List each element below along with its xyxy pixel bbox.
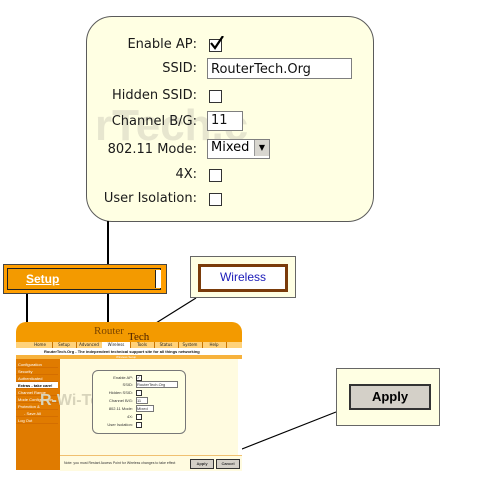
- mini-user-isolation-label: User Isolation:: [107, 422, 133, 427]
- banner-scrollbar: [155, 270, 161, 288]
- mini-user-isolation-checkbox[interactable]: [136, 422, 142, 428]
- mini-hidden-ssid-checkbox[interactable]: [136, 390, 142, 396]
- mini-cancel-button[interactable]: Cancel: [216, 459, 240, 469]
- mini-ssid-label: SSID:: [122, 382, 133, 387]
- tab-status[interactable]: Status: [154, 342, 179, 348]
- tab-advanced[interactable]: Advanced: [76, 342, 103, 348]
- user-isolation-checkbox[interactable]: [209, 193, 222, 206]
- mini-channel-label: Channel B/G:: [108, 398, 133, 403]
- panel-title-bar: [16, 355, 242, 359]
- site-banner: RouterTech.Org - The independent technic…: [44, 349, 200, 354]
- setup-label: Setup: [26, 272, 60, 286]
- tab-tools[interactable]: Tools: [130, 342, 155, 348]
- mini-channel-input[interactable]: 11: [136, 397, 148, 404]
- chevron-down-icon: ▼: [254, 140, 269, 156]
- mini-apply-button[interactable]: Apply: [190, 459, 214, 469]
- sidebar-item[interactable]: Security: [16, 368, 58, 375]
- mini-mode-label: 802.11 Mode:: [108, 406, 133, 411]
- mini-4x-label: 4X:: [126, 414, 133, 419]
- router-page-thumbnail: Router Tech Home Setup Advanced Wireless…: [16, 322, 242, 471]
- sidebar-item-active[interactable]: Extras - take care!: [16, 382, 58, 389]
- setup-nav-item[interactable]: Setup: [7, 268, 161, 290]
- channel-label: Channel B/G:: [111, 114, 197, 129]
- mode-select[interactable]: Mixed ▼: [207, 139, 270, 159]
- mini-4x-checkbox[interactable]: [136, 414, 142, 420]
- wireless-label: Wireless: [219, 270, 266, 284]
- panel-title: Wireless Setup: [116, 355, 137, 359]
- mini-enable-ap-label: Enable AP:: [113, 375, 133, 380]
- ssid-input[interactable]: RouterTech.Org: [207, 58, 352, 79]
- tab-home[interactable]: Home: [28, 342, 53, 348]
- tab-setup[interactable]: Setup: [52, 342, 77, 348]
- channel-input[interactable]: 11: [207, 111, 243, 131]
- logo-top: Router: [94, 325, 124, 337]
- user-isolation-label: User Isolation:: [103, 191, 197, 206]
- enable-ap-checkbox[interactable]: [209, 36, 224, 52]
- hidden-ssid-label: Hidden SSID:: [112, 88, 197, 103]
- zoom-callout: rTech.c Enable AP: SSID: RouterTech.Org …: [86, 16, 374, 222]
- hidden-ssid-checkbox[interactable]: [209, 90, 222, 103]
- mode-label: 802.11 Mode:: [107, 142, 197, 157]
- mini-enable-ap-checkbox[interactable]: ✓: [136, 375, 142, 381]
- enable-ap-label: Enable AP:: [127, 37, 197, 52]
- sidebar-item[interactable]: Mode Configuration: [16, 396, 58, 403]
- tab-system[interactable]: System: [178, 342, 203, 348]
- header-bar: [16, 322, 242, 342]
- mini-form-box: Enable AP: ✓ SSID: RouterTech.Org Hidden…: [92, 370, 186, 434]
- apply-button-zoom[interactable]: Apply: [349, 384, 431, 410]
- 4x-checkbox[interactable]: [209, 169, 222, 182]
- 4x-label: 4X:: [175, 167, 197, 182]
- sidebar-item[interactable]: Channel Range: [16, 389, 58, 396]
- mode-select-value: Mixed: [211, 140, 250, 155]
- mini-ssid-input[interactable]: RouterTech.Org: [136, 381, 178, 388]
- tab-help[interactable]: Help: [202, 342, 227, 348]
- checkmark-icon: [210, 36, 224, 50]
- mini-mode-select[interactable]: Mixed: [136, 405, 154, 412]
- sidebar-item[interactable]: Configuration: [16, 361, 58, 368]
- mini-hidden-ssid-label: Hidden SSID:: [108, 390, 133, 395]
- sidebar-item[interactable]: - Save All: [16, 410, 58, 417]
- sidebar: Configuration Security Authenticated Ext…: [16, 359, 60, 470]
- wireless-tab-zoom[interactable]: Wireless: [198, 264, 288, 292]
- sidebar-item[interactable]: Log Out: [16, 417, 58, 424]
- footer-note: Note: you must Restart Access Point for …: [64, 461, 176, 465]
- sidebar-item[interactable]: Authenticated: [16, 375, 58, 382]
- logo-bottom: Tech: [128, 331, 150, 343]
- ssid-label: SSID:: [162, 61, 197, 76]
- sidebar-item[interactable]: Protection &: [16, 403, 58, 410]
- tab-wireless[interactable]: Wireless: [102, 342, 131, 348]
